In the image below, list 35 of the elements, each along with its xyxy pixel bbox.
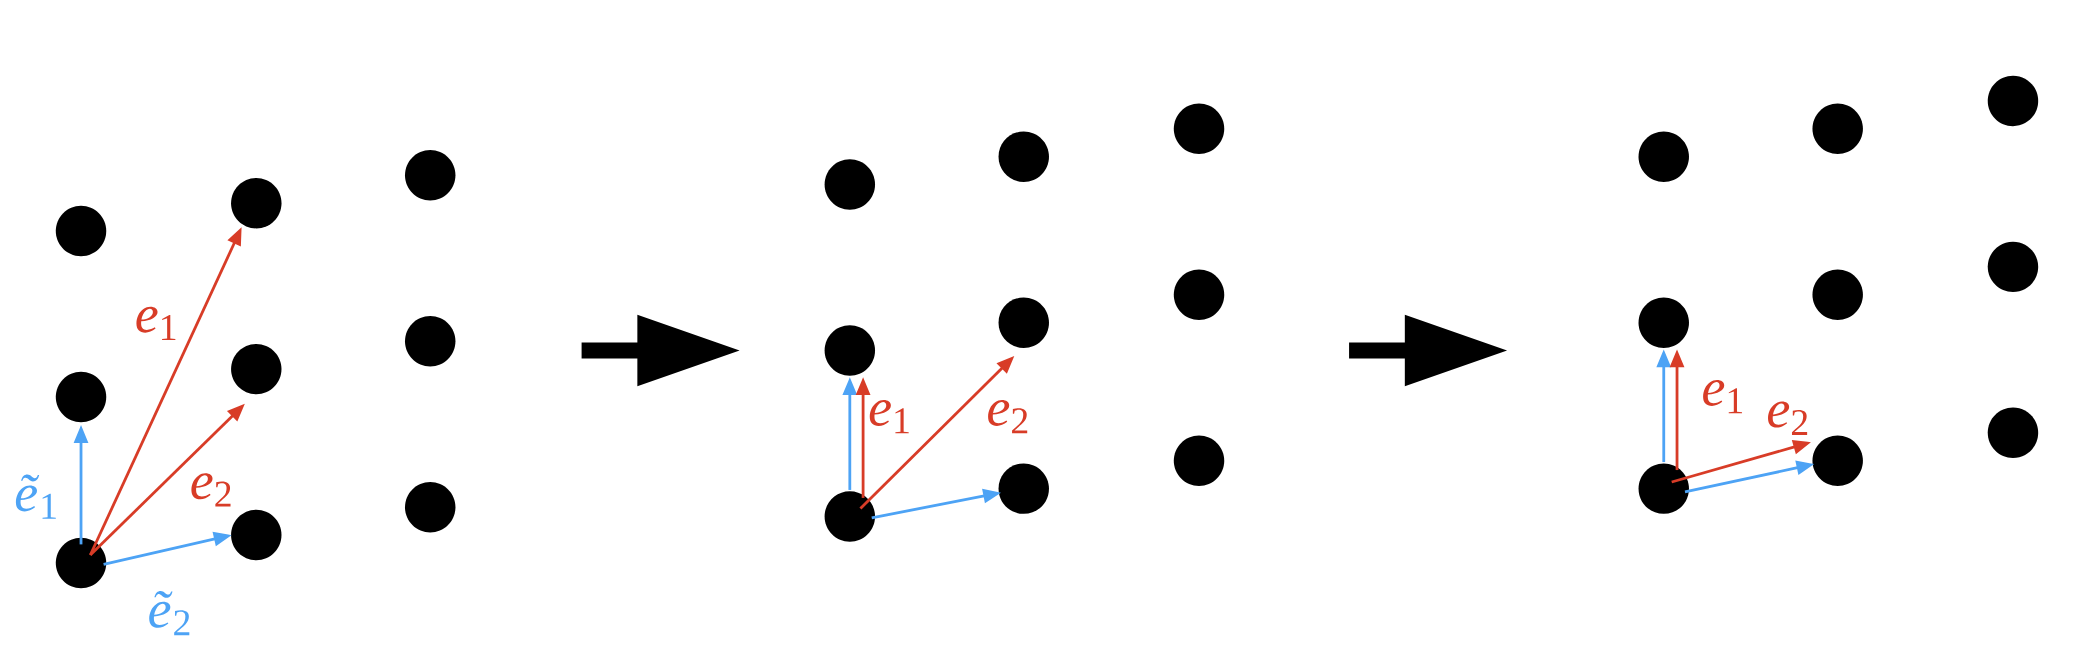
vector-label: e$_{1}$: [136, 306, 176, 341]
lattice-point: [824, 325, 876, 376]
lattice-point: [1812, 435, 1863, 487]
lattice-point: [1987, 75, 2039, 127]
vector-label: e$_{1}$: [869, 400, 909, 434]
lattice-point: [1987, 241, 2039, 293]
lattice-point: [1812, 269, 1863, 321]
lattice-point: [231, 510, 282, 561]
lattice-point: [55, 537, 107, 589]
vector-label: e$_{2}$: [1768, 401, 1808, 436]
lattice-point: [998, 463, 1049, 515]
lattice-point: [1173, 103, 1225, 155]
lattice-point: [1638, 463, 1689, 515]
lattice-point: [55, 206, 107, 257]
vector-label: e$_{2}$: [191, 473, 231, 507]
lattice-point: [231, 344, 282, 395]
lattice-point: [1173, 435, 1225, 487]
lattice-point: [405, 316, 456, 367]
lattice-point: [998, 131, 1049, 183]
lattice-point: [1638, 297, 1689, 349]
vector-label: ẽ$_{1}$: [15, 474, 56, 519]
lattice-point: [231, 178, 282, 229]
lattice-point: [998, 297, 1049, 349]
vector-label: e$_{1}$: [1703, 380, 1743, 414]
lattice-point: [55, 372, 107, 423]
lattice-point: [824, 159, 876, 210]
lattice-point: [1638, 131, 1689, 183]
vector-label: e$_{2}$: [988, 400, 1028, 434]
lattice-point: [405, 482, 456, 533]
lattice-point: [1812, 103, 1863, 155]
lattice-point: [1173, 269, 1225, 321]
lattice-point: [405, 150, 456, 201]
lattice-point: [1987, 407, 2039, 459]
lattice-point: [824, 491, 876, 542]
vector-label: ẽ$_{2}$: [149, 591, 190, 636]
